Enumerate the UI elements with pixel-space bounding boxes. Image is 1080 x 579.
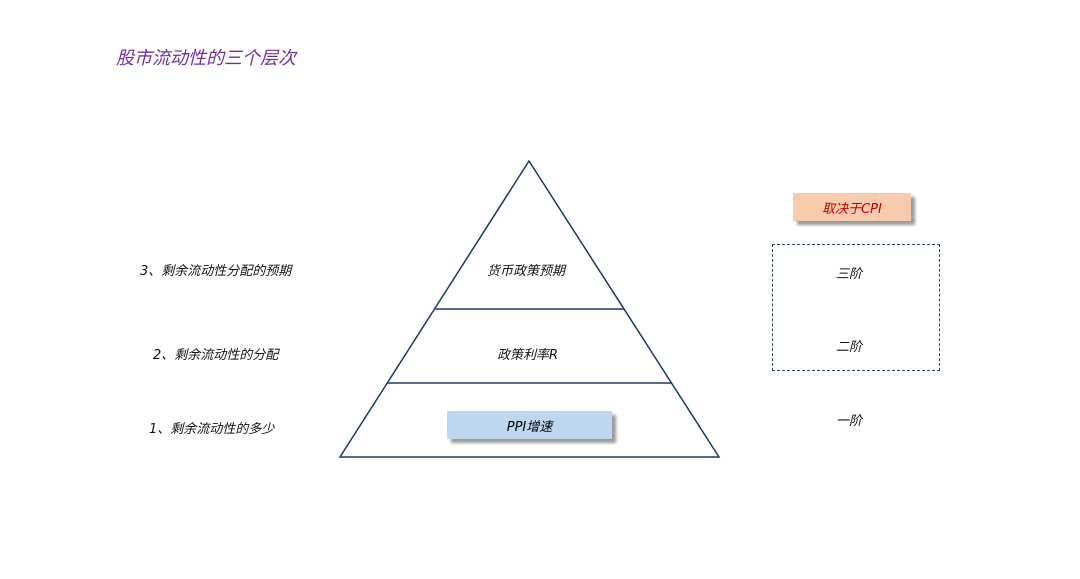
level-2-order: 二阶: [836, 340, 863, 355]
cpi-box: 取决于CPI: [793, 193, 911, 221]
pyramid-top-text: 货币政策预期: [487, 264, 566, 279]
level-3-order: 三阶: [836, 267, 863, 282]
ppi-box: PPI增速: [447, 411, 612, 439]
level-1-order: 一阶: [836, 414, 863, 429]
level-2-label: 2、剩余流动性的分配: [153, 348, 279, 363]
page-title: 股市流动性的三个层次: [116, 48, 296, 69]
level-1-label: 1、剩余流动性的多少: [149, 422, 275, 437]
dashed-group-box: [772, 244, 940, 371]
pyramid-middle-text: 政策利率R: [497, 348, 559, 363]
level-3-label: 3、剩余流动性分配的预期: [140, 264, 292, 279]
